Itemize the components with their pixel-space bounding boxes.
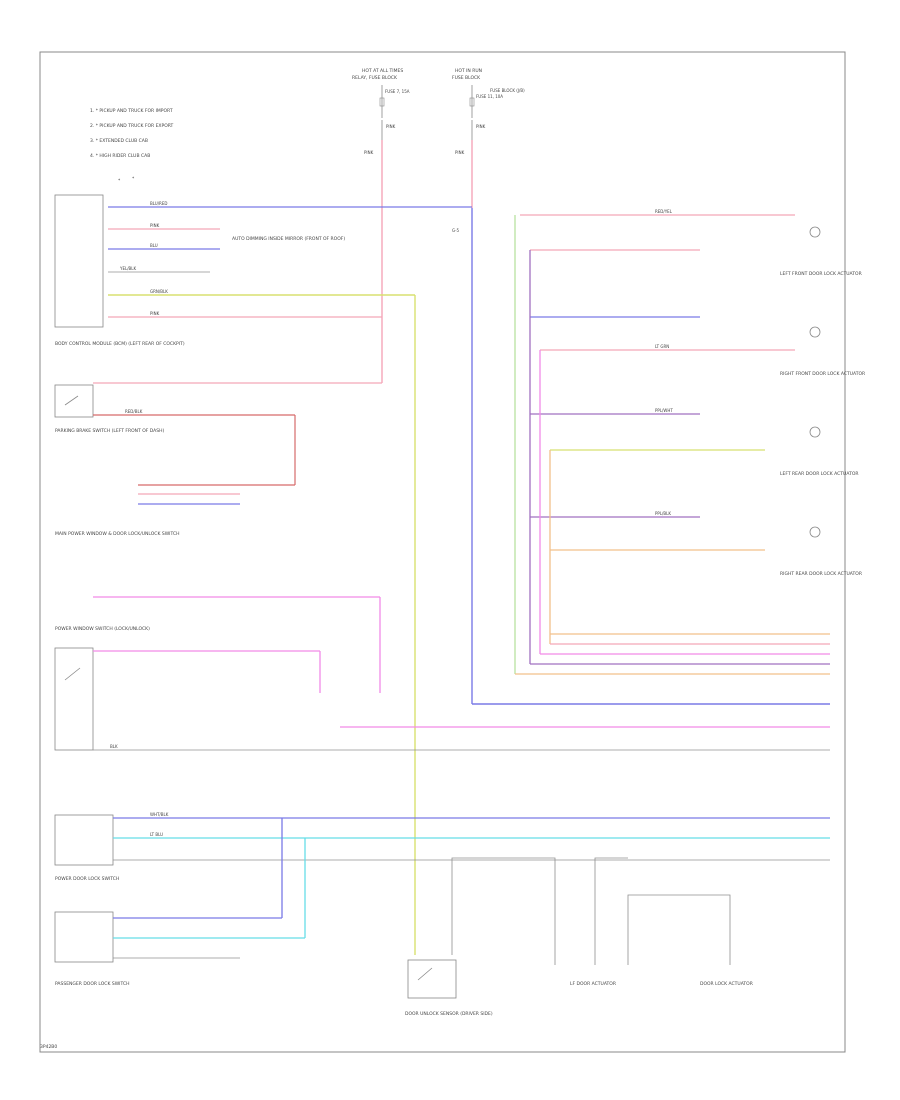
fuse-rating: FUSE 11, 10A [476,94,503,99]
lamp-label: LEFT REAR DOOR LOCK ACTUATOR [780,471,859,477]
lf-door-label: LF DOOR ACTUATOR [570,981,616,987]
door-switch: POWER DOOR LOCK SWITCH [54,814,119,882]
wire-label: BLK [110,744,118,749]
wire-label: BLU/RED [150,201,167,206]
power-window-label: POWER WINDOW SWITCH (LOCK/UNLOCK) [55,626,150,632]
bcm-label: BODY CONTROL MODULE (BCM) (LEFT REAR OF … [55,341,185,347]
wire-label: PINK [386,124,396,129]
key-switch-label: DOOR UNLOCK SENSOR (DRIVER SIDE) [405,1011,493,1017]
wire-label: YEL/BLK [119,266,137,271]
lamp-label: RIGHT REAR DOOR LOCK ACTUATOR [780,571,862,577]
legend-item-4: 4. * HIGH RIDER CLUB CAB [90,153,150,159]
fuse-title: HOT IN RUN [455,68,482,74]
fuse-rating: FUSE 7, 15A [385,89,410,94]
lamp-icon [809,226,821,238]
lamp-label: LEFT FRONT DOOR LOCK ACTUATOR [780,271,862,277]
wire-label: WHT/BLK [150,812,169,817]
lamp-label: RIGHT FRONT DOOR LOCK ACTUATOR [780,371,865,377]
lamp-icon [809,526,821,538]
bcm-module: BODY CONTROL MODULE (BCM) (LEFT REAR OF … [54,194,185,347]
fuse-hot-in-run: HOT IN RUN FUSE BLOCK FUSE BLOCK (J/B) F… [452,68,525,233]
wire-label: PINK [455,150,465,155]
fuse-icon [469,97,475,107]
header-mark: * [132,176,135,182]
passenger-switch: PASSENGER DOOR LOCK SWITCH [54,911,129,987]
wire-label: LT GRN [655,344,669,349]
header-mark: * [118,178,121,184]
footer-code: 3P42B0 [40,1044,57,1050]
fuse-note: FUSE BLOCK (J/B) [490,88,525,93]
legend: 1. * PICKUP AND TRUCK FOR IMPORT 2. * PI… [90,108,174,184]
wire-label: BLU [150,243,158,248]
audio-label: AUTO DIMMING INSIDE MIRROR (FRONT OF ROO… [232,236,345,242]
wire-label: LT BLU [150,832,163,837]
wire-label: PPL/WHT [655,408,673,413]
diagram-frame [39,51,846,1053]
ground-note: G-5 [452,228,460,233]
wire-label: PINK [476,124,486,129]
power-window-switch: POWER WINDOW SWITCH (LOCK/UNLOCK) [54,626,150,751]
wire-label: PINK [150,311,160,316]
wire-label: RED/BLK [125,409,143,414]
wire-label: PPL/BLK [655,511,671,516]
key-switch: DOOR UNLOCK SENSOR (DRIVER SIDE) [405,959,493,1017]
legend-item-2: 2. * PICKUP AND TRUCK FOR EXPORT [90,123,174,129]
legend-item-1: 1. * PICKUP AND TRUCK FOR IMPORT [90,108,173,114]
door-switch-label: POWER DOOR LOCK SWITCH [55,876,119,882]
fuse-icon [379,97,385,107]
fuse-sub: RELAY, FUSE BLOCK [352,75,398,81]
fuse-sub: FUSE BLOCK [452,75,481,81]
legend-item-3: 3. * EXTENDED CLUB CAB [90,138,148,144]
mirror-label: PARKING BRAKE SWITCH (LEFT FRONT OF DASH… [55,428,164,434]
fuse-title: HOT AT ALL TIMES [362,68,403,74]
wire-label: GRN/BLK [150,289,168,294]
rf-door-label: DOOR LOCK ACTUATOR [700,981,753,987]
lamp-icon [809,326,821,338]
park-label: MAIN POWER WINDOW & DOOR LOCK/UNLOCK SWI… [55,531,179,537]
wire-label: PINK [364,150,374,155]
wire-label: PINK [150,223,160,228]
lamp-icon [809,426,821,438]
fuse-hot-at-all-times: HOT AT ALL TIMES RELAY, FUSE BLOCK FUSE … [352,68,410,155]
wire-label: RED/YEL [655,209,673,214]
passenger-switch-label: PASSENGER DOOR LOCK SWITCH [55,981,129,987]
mirror-switch: PARKING BRAKE SWITCH (LEFT FRONT OF DASH… [54,384,164,434]
